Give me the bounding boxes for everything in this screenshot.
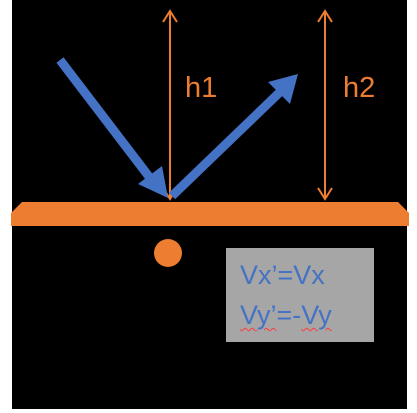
reflecting-surface xyxy=(11,202,409,226)
equation-vy-rhs: Vy xyxy=(301,300,332,330)
ball xyxy=(154,239,182,267)
equation-vy: Vy’=-Vy xyxy=(240,302,332,329)
h1-label: h1 xyxy=(185,72,218,104)
equation-box: Vx’=Vx Vy’=-Vy xyxy=(226,248,374,342)
equation-vy-lhs: Vy’ xyxy=(240,300,277,330)
incoming-velocity-arrow xyxy=(56,57,168,198)
equation-vx: Vx’=Vx xyxy=(240,260,325,290)
h1-arrow xyxy=(162,9,178,201)
equation-vy-mid: =- xyxy=(276,300,302,330)
h2-arrow xyxy=(317,9,333,201)
reflected-velocity-arrow xyxy=(168,74,298,200)
h2-label: h2 xyxy=(343,72,376,104)
